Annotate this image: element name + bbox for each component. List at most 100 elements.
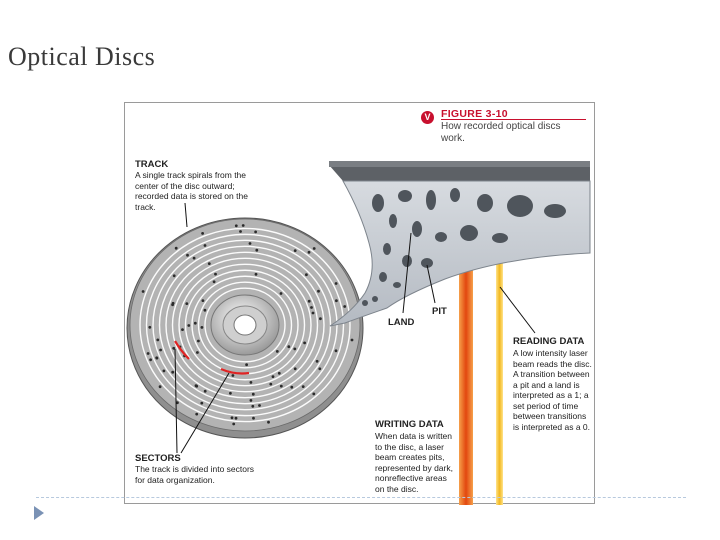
data-dot xyxy=(267,420,270,424)
track-ring xyxy=(145,233,345,417)
data-dot xyxy=(334,349,338,353)
sector-mark xyxy=(174,340,190,360)
data-dot xyxy=(287,345,291,349)
land-label: LAND xyxy=(388,317,415,328)
data-dot xyxy=(293,347,297,351)
pit-label: PIT xyxy=(432,306,447,317)
data-dot xyxy=(201,299,205,302)
data-dot xyxy=(318,367,322,371)
data-dot xyxy=(159,348,162,352)
track-ring xyxy=(171,257,319,393)
figure-caption: How recorded optical discs work. xyxy=(441,121,561,144)
data-dot xyxy=(149,358,152,362)
data-dot xyxy=(245,363,248,367)
data-dot xyxy=(192,256,196,260)
data-dot xyxy=(275,350,279,353)
sector-mark xyxy=(220,367,250,375)
data-dot xyxy=(156,338,160,342)
data-dot xyxy=(307,299,311,303)
disc-tracks xyxy=(139,227,351,423)
data-dot xyxy=(248,242,252,245)
data-dot xyxy=(195,384,199,388)
data-dot xyxy=(203,389,207,393)
data-dot xyxy=(214,272,217,276)
data-dot xyxy=(251,404,255,408)
data-dot xyxy=(176,401,179,405)
data-dot xyxy=(181,328,184,331)
data-dot xyxy=(171,370,175,374)
data-dot xyxy=(319,317,322,321)
data-dot xyxy=(207,262,211,265)
data-dot xyxy=(293,249,297,253)
writing-laser-beam xyxy=(459,238,473,505)
track-ring xyxy=(158,245,332,405)
data-dot xyxy=(195,412,199,416)
data-dot xyxy=(307,250,311,254)
figure-badge: V xyxy=(421,111,434,124)
data-dot xyxy=(279,292,283,295)
data-dot xyxy=(231,374,235,377)
data-dot xyxy=(334,282,338,285)
track-title: TRACK xyxy=(135,159,169,170)
sectors-title: SECTORS xyxy=(135,453,181,464)
disc-illustration xyxy=(126,161,591,505)
bullet-arrow-icon xyxy=(34,506,44,520)
data-dot xyxy=(293,367,297,371)
footer-divider xyxy=(36,497,686,498)
data-dot xyxy=(249,381,253,384)
data-dot xyxy=(193,321,197,325)
data-dot xyxy=(251,392,255,396)
data-dot xyxy=(241,224,245,227)
data-dot xyxy=(310,306,313,309)
data-dot xyxy=(303,341,306,345)
data-dot xyxy=(172,346,176,350)
data-dot xyxy=(203,308,207,312)
sectors-body: The track is divided into sectors for da… xyxy=(135,464,255,485)
data-dot xyxy=(290,385,294,389)
slide-title: Optical Discs xyxy=(8,42,156,71)
data-dot xyxy=(146,352,150,355)
data-dot xyxy=(315,359,319,363)
data-dot xyxy=(255,248,259,252)
data-dot xyxy=(212,280,216,284)
data-dot xyxy=(229,391,232,395)
data-dot xyxy=(186,253,189,257)
data-dot xyxy=(249,399,253,402)
data-dot xyxy=(171,303,174,307)
track-ring xyxy=(178,263,312,387)
data-dot xyxy=(343,305,347,308)
data-dot xyxy=(317,289,320,293)
track-body: A single track spirals from the center o… xyxy=(135,170,248,212)
reading-data-title: READING DATA xyxy=(513,336,585,347)
data-dot xyxy=(201,232,204,235)
disc-data-dots xyxy=(141,224,354,426)
figure-number: FIGURE 3-10 xyxy=(441,108,508,120)
data-dot xyxy=(141,290,145,293)
data-dot xyxy=(200,326,204,329)
data-dot xyxy=(197,339,200,343)
track-ring xyxy=(184,269,306,381)
data-dot xyxy=(271,375,275,378)
data-dot xyxy=(254,272,258,276)
data-dot xyxy=(301,385,305,388)
data-dot xyxy=(155,356,159,360)
data-dot xyxy=(148,325,152,329)
data-dot xyxy=(335,299,338,303)
disc-center-hole xyxy=(233,314,257,336)
data-dot xyxy=(277,371,281,375)
read-head-plate xyxy=(329,165,590,181)
data-dot xyxy=(158,385,162,389)
reading-data-body: A low intensity laser beam reads the dis… xyxy=(513,348,592,432)
data-dot xyxy=(172,274,176,278)
data-dot xyxy=(252,416,255,420)
data-dot xyxy=(187,324,191,327)
data-dot xyxy=(232,422,236,426)
data-dot xyxy=(269,382,273,386)
reading-laser-beam xyxy=(496,233,503,505)
data-dot xyxy=(311,311,315,315)
disc xyxy=(126,217,364,439)
data-dot xyxy=(305,273,308,277)
data-dot xyxy=(174,246,178,250)
data-dot xyxy=(312,392,316,396)
data-dot xyxy=(258,404,261,407)
